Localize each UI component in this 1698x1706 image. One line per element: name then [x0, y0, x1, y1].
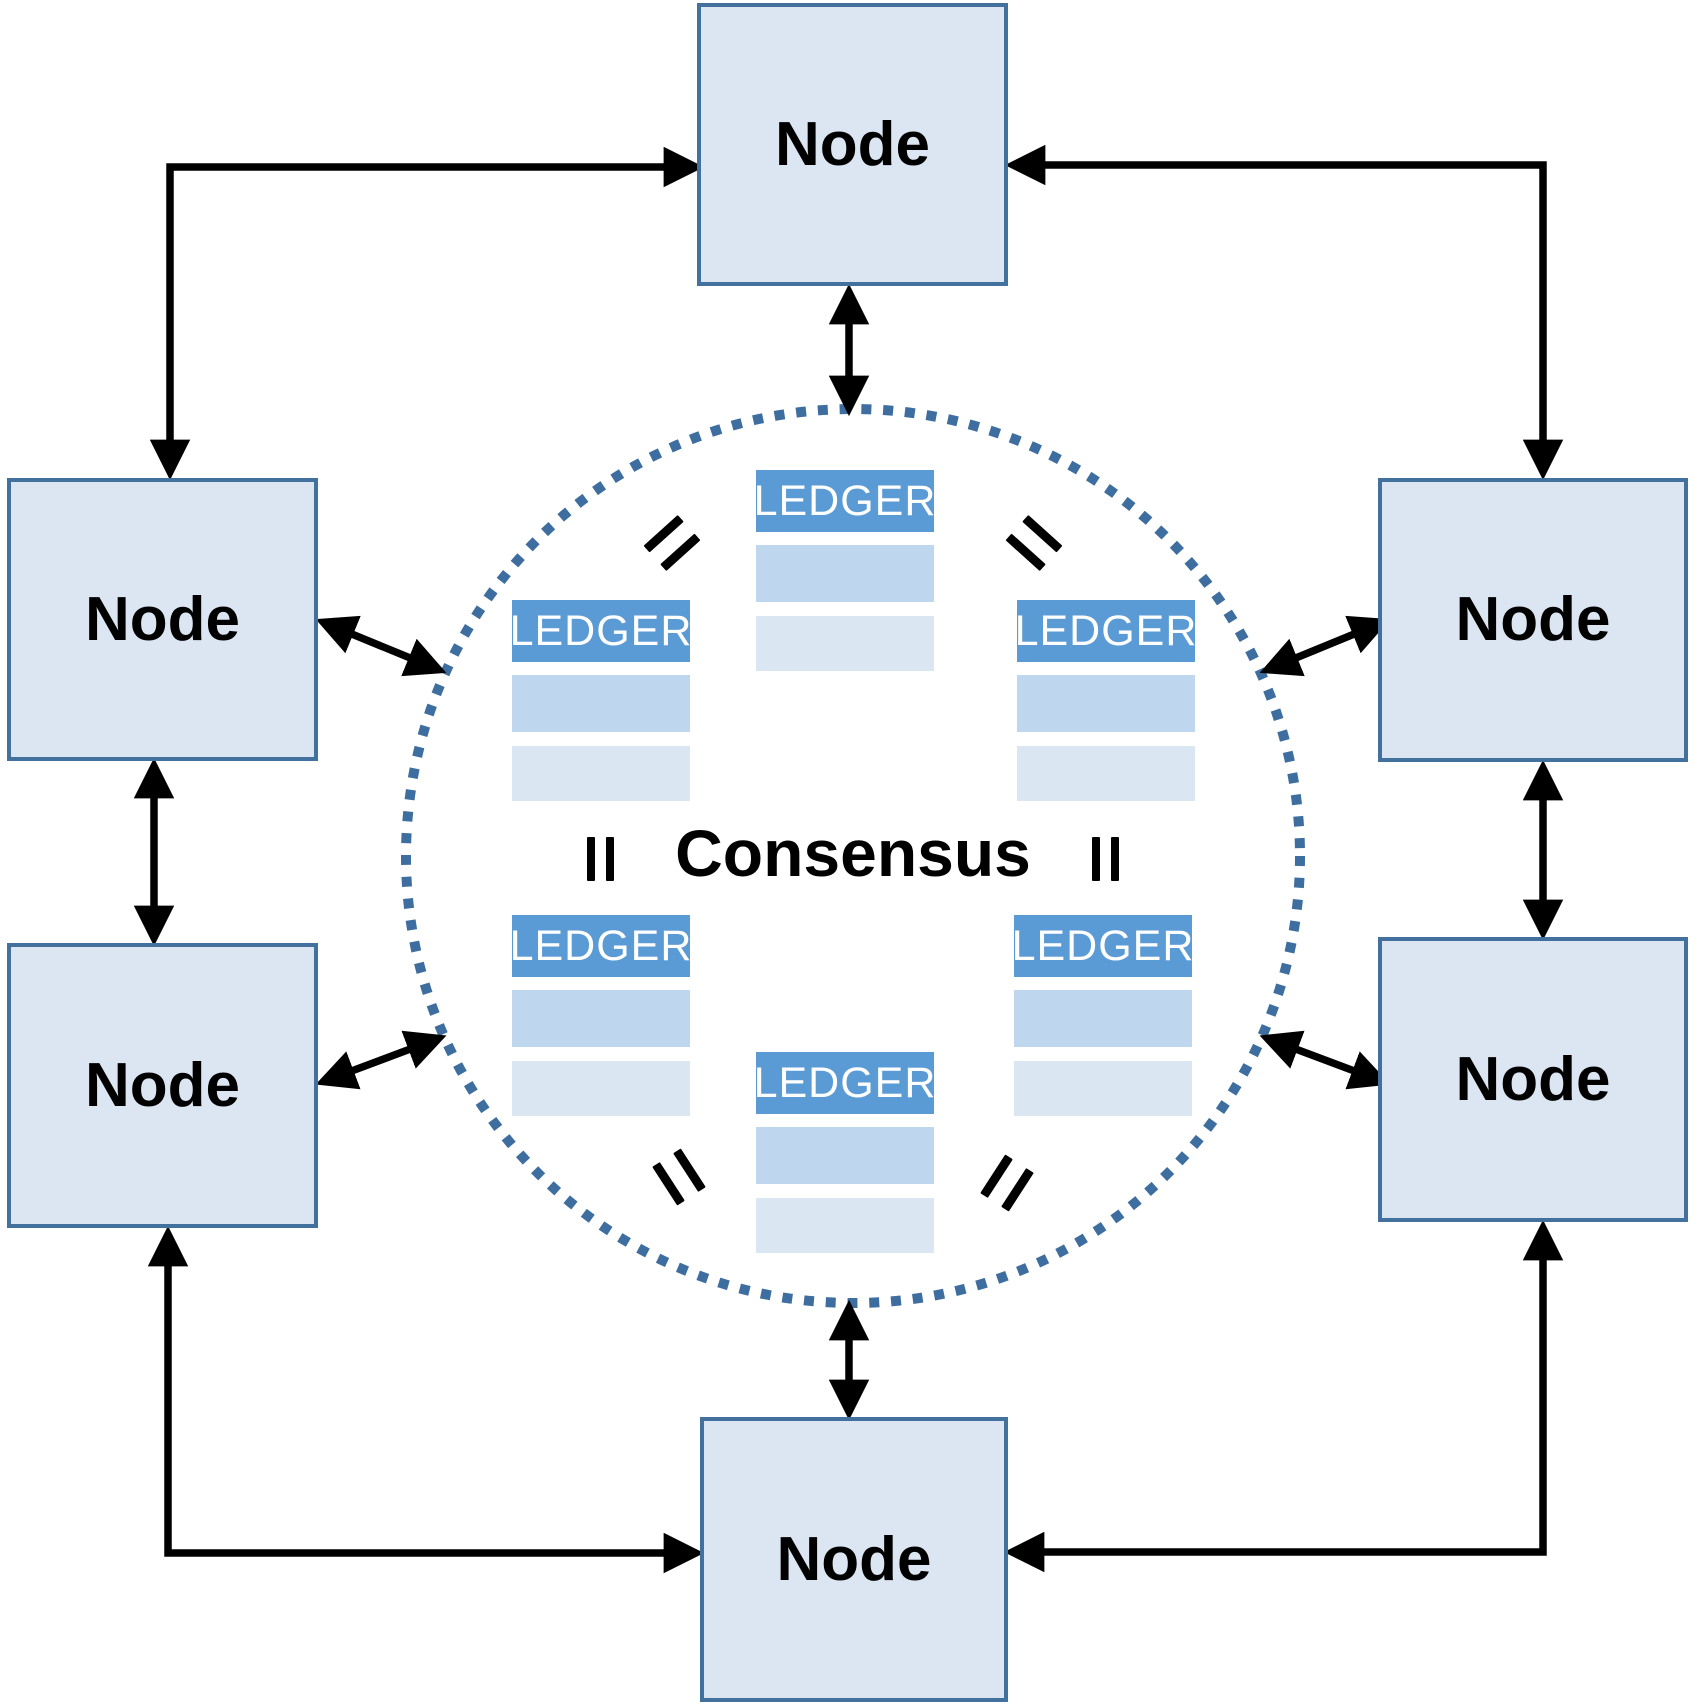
node-label: Node	[1455, 585, 1611, 654]
ledger-block-lower-left: LEDGER	[510, 915, 691, 1116]
consensus-title: Consensus	[675, 816, 1031, 890]
node-box-left-lower: Node	[7, 943, 318, 1228]
parallel-equals-icon	[1092, 837, 1119, 881]
ledger-row	[756, 1127, 934, 1184]
node-box-top: Node	[697, 3, 1008, 286]
ledger-header: LEDGER	[510, 915, 691, 977]
ledger-row	[512, 1061, 690, 1116]
node-box-left-upper: Node	[7, 478, 318, 761]
node-label: Node	[85, 584, 240, 654]
ledger-block-upper-left: LEDGER	[510, 600, 691, 801]
equals-bar	[606, 837, 614, 881]
rail-arrow-top-right	[1004, 144, 1564, 481]
node-label: Node	[1455, 1044, 1611, 1114]
ledger-block-lower-right: LEDGER	[1012, 915, 1193, 1116]
equals-bar	[587, 837, 595, 881]
arrow-left-lower-node-to-circle	[315, 1030, 447, 1090]
ledger-row	[1014, 990, 1192, 1047]
ledger-row	[1017, 746, 1195, 801]
node-label: Node	[775, 109, 930, 179]
ledger-header: LEDGER	[1012, 915, 1193, 977]
rail-arrow-bottom-right	[1003, 1219, 1564, 1573]
arrow-left-upper-node-to-circle	[315, 615, 447, 677]
ledger-header: LEDGER	[754, 1052, 935, 1114]
ledger-header: LEDGER	[510, 600, 691, 662]
ledger-block-upper-right: LEDGER	[1015, 600, 1196, 801]
rail-arrow-top-left	[149, 146, 705, 481]
ledger-block-top-center: LEDGER	[754, 470, 935, 671]
node-label: Node	[85, 1050, 240, 1120]
equals-bar	[1111, 837, 1119, 881]
ledger-row	[756, 545, 934, 602]
arrow-right-lower-node-to-circle	[1259, 1030, 1391, 1090]
ledger-row	[1017, 675, 1195, 732]
ledger-row	[1014, 1061, 1192, 1116]
ledger-row	[512, 746, 690, 801]
node-box-right-upper: Node	[1378, 478, 1688, 762]
ledger-block-bottom-center: LEDGER	[754, 1052, 935, 1253]
ledger-header: LEDGER	[1015, 600, 1196, 662]
ledger-row	[512, 990, 690, 1047]
ledger-header: LEDGER	[754, 470, 935, 532]
node-label: Node	[776, 1524, 932, 1594]
node-box-right-lower: Node	[1378, 937, 1688, 1222]
ledger-row	[756, 1198, 934, 1253]
equals-bar	[1092, 837, 1100, 881]
ledger-row	[512, 675, 690, 732]
parallel-equals-icon	[587, 837, 614, 881]
rail-arrow-bottom-left	[147, 1225, 705, 1574]
arrow-right-upper-node-to-circle	[1259, 615, 1391, 677]
node-box-bottom: Node	[700, 1417, 1008, 1702]
ledger-row	[756, 616, 934, 671]
